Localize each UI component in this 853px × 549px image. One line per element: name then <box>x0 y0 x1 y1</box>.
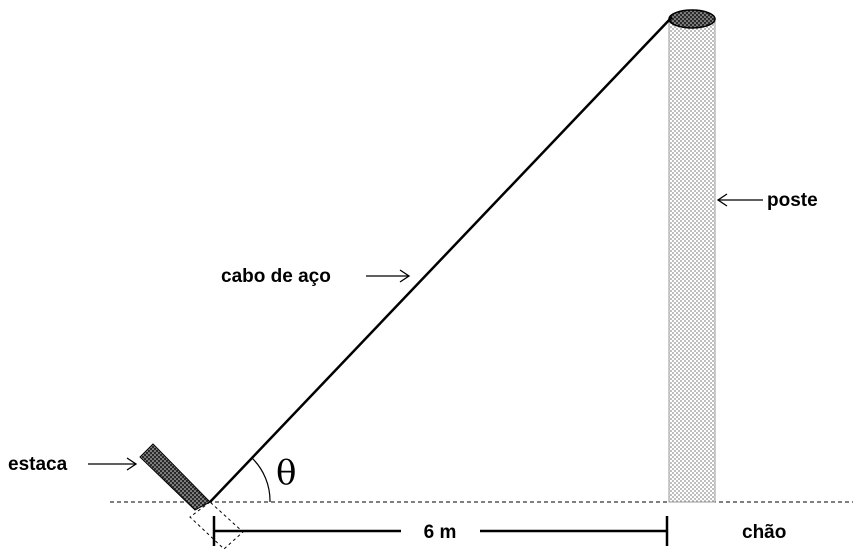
distance-dimension <box>212 516 669 546</box>
pole-arrow <box>716 193 763 207</box>
cable-label: cabo de aço <box>221 266 331 287</box>
pole-label: poste <box>767 190 818 211</box>
cable-arrow <box>366 269 411 283</box>
ground-label: chão <box>742 522 786 543</box>
angle-label: θ <box>276 453 296 493</box>
stake-buried <box>189 501 244 549</box>
stake <box>139 443 211 511</box>
distance-label: 6 m <box>424 522 457 543</box>
angle-arc <box>251 457 271 503</box>
pole <box>668 9 716 503</box>
stake-label: estaca <box>8 454 68 475</box>
stake-arrow <box>88 457 138 471</box>
pole-top <box>668 9 716 29</box>
steel-cable <box>209 16 673 503</box>
